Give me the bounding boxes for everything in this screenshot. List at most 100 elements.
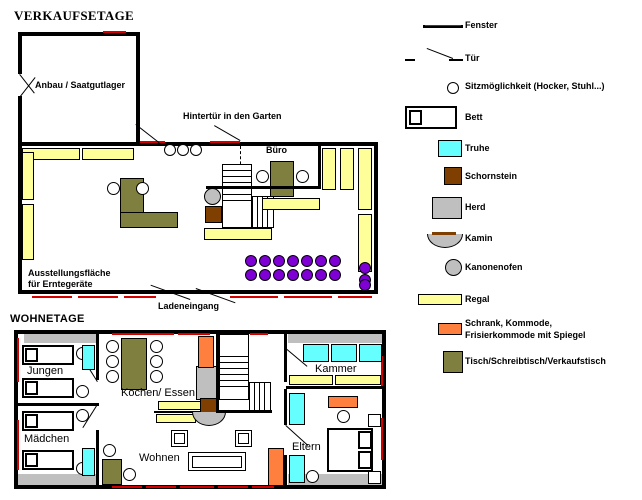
shop-window-bottom-c [124,296,156,298]
shop-window-bottom-d [230,296,278,298]
stair-return-2 [262,196,263,228]
seat-jungen-2 [76,385,89,398]
bed-jungen-1-pillow [25,348,38,362]
chest-kammer-a [303,344,329,362]
stairs-wall-left [216,330,219,412]
legend: Fenster Tür Sitzmöglichkeit (Hocker, Stu… [405,14,642,373]
children-divider-wall [18,403,99,406]
stair-lower-tread-2 [219,362,249,363]
cabinet-eltern [328,396,358,408]
cabinet-kitchen [198,336,214,368]
page-title-upper-floor: VERKAUFSETAGE [14,8,134,23]
cabinet-wohnen [268,448,284,486]
chair-r2c6 [315,269,327,281]
chest-kammer-b [331,344,357,362]
seat-office-right [296,170,309,183]
stair-lower-tread-5 [219,380,249,381]
home-window-right-upper [381,356,383,388]
shelf-left-lower [22,204,34,260]
seat-wohnen-left [103,444,116,457]
floor-strip-eltern-bottom [288,474,382,485]
legend-label-tuer: Tür [465,53,480,63]
anbau-window-top [103,31,126,33]
room-label-ausstellung-line2: für Erntegeräte [28,279,93,289]
chest-eltern-a [289,393,305,425]
shop-window-bottom-f [338,296,372,298]
window-line-icon-red [425,25,461,26]
stool-wohnen-a-inner [174,433,185,444]
bed-maedchen-2-pillow [25,453,38,467]
chest-icon [438,140,462,157]
home-window-top-c [250,333,268,335]
home-window-top-a [112,333,174,335]
chest-kammer-c [359,344,382,362]
kitchen-shelf-b [156,414,196,423]
shop-wall-top-right-seg [206,142,378,146]
shelf-top-left-b [82,148,134,160]
office-wall-bottom [206,186,321,189]
hintertuer-leader-line [214,125,241,141]
chair-r2c5 [301,269,313,281]
eltern-wall-left [284,389,287,425]
nightstand-eltern-bottom [368,471,381,484]
shop-wall-top-left-seg [18,142,136,146]
sofa-wohnen-inner [192,456,242,468]
stair-tread-1 [222,170,252,171]
shop-window-top-b [210,141,240,143]
kitchen-shelf-a [158,401,204,410]
home-window-left-lower [17,420,19,470]
shelf-left-upper [22,152,34,200]
room-label-ladeneingang: Ladeneingang [158,301,220,311]
chair-r2c4 [287,269,299,281]
eltern-wall-left-lower [284,455,287,489]
seat-dining-r3 [150,370,163,383]
home-window-bottom-e [252,486,274,488]
seat-wohnen-desk [123,468,136,481]
chimney-icon [444,167,462,185]
seat-counter-left [107,182,120,195]
kitchen-counter-edge [154,411,206,413]
bed-jungen-2-pillow [25,381,38,395]
shop-wall-left [18,142,22,294]
room-label-ausstellung-line1: Ausstellungsfläche [28,268,111,278]
chair-r2c7 [329,269,341,281]
bed-eltern-pillow-top [358,431,372,449]
window-line-icon [423,25,463,28]
floor-strip-children-top [24,334,98,343]
desk-wohnen [102,459,122,485]
fireplace-lower [192,412,226,426]
anbau-wall-left-mid [18,96,22,146]
kammer-wall-bottom [286,386,386,389]
chair-r1c7 [329,255,341,267]
shelf-icon [418,294,462,305]
shelf-under-stairs [204,228,272,240]
cannon-oven-icon [445,259,462,276]
home-window-bottom-b [146,486,176,488]
chair-r2c2 [259,269,271,281]
page-title-lower-floor: WOHNETAGE [10,313,85,325]
stool-wohnen-b-inner [238,433,249,444]
legend-label-sitz: Sitzmöglichkeit (Hocker, Stuhl...) [465,81,605,91]
room-label-eltern: Eltern [292,441,321,453]
room-label-hintertuer: Hintertür in den Garten [183,111,282,121]
shop-window-bottom-a [32,296,72,298]
stair-tread-3 [222,182,252,183]
chair-r1c5 [301,255,313,267]
seat-eltern [306,470,319,483]
seat-circle-icon [447,82,459,94]
seat-dining-l2 [106,355,119,368]
legend-label-schrank-line2: Frisierkommode mit Spiegel [465,330,586,340]
legend-label-regal: Regal [465,294,490,304]
seat-anbau-b [177,144,189,156]
legend-label-kamin: Kamin [465,233,493,243]
stair-lower-tread-6 [219,386,249,387]
legend-label-bett: Bett [465,112,483,122]
legend-label-schrank-line1: Schrank, Kommode, [465,318,553,328]
door-swing-icon-leaf-right [449,59,463,61]
office-desk [270,161,294,197]
seat-office-left [256,170,269,183]
chair-r1c3 [273,255,285,267]
fireplace-icon [427,234,463,248]
staircase-lower-main [219,334,249,400]
